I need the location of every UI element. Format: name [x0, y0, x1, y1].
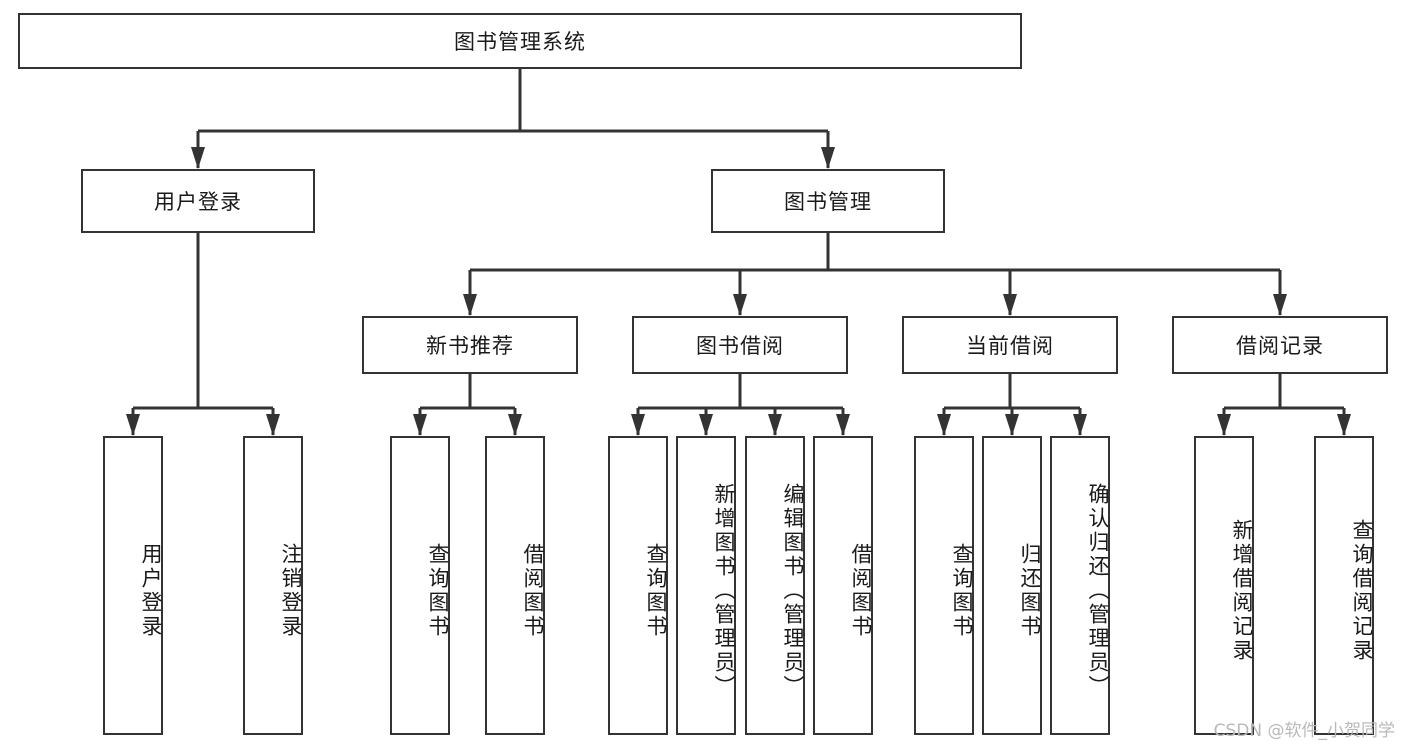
node-leaf-logout[interactable]: 注销登录 [243, 436, 303, 735]
node-leaf-borrow-book[interactable]: 借阅图书 [813, 436, 873, 735]
edge-arrowhead [699, 414, 713, 436]
edge-arrowhead [733, 294, 747, 316]
node-leaf-query-book-rec[interactable]: 查询图书 [390, 436, 450, 735]
node-label: 借阅记录 [1236, 335, 1324, 358]
node-leaf-borrow-book-rec[interactable]: 借阅图书 [485, 436, 545, 735]
edge-arrowhead [126, 414, 140, 436]
edge-arrowhead [1073, 414, 1087, 436]
node-label: 查询借阅记录 [1350, 518, 1373, 663]
node-book-manage[interactable]: 图书管理 [711, 169, 945, 233]
watermark: CSDN @软件_小贺同学 [1213, 721, 1395, 741]
edge-arrowhead [768, 414, 782, 436]
node-leaf-edit-book[interactable]: 编辑图书（管理员） [745, 436, 805, 735]
edge-arrowhead [1005, 414, 1019, 436]
node-current-borrow[interactable]: 当前借阅 [902, 316, 1118, 374]
node-label: 归还图书 [1018, 542, 1041, 639]
edge-arrowhead [191, 147, 205, 169]
node-leaf-confirm-return[interactable]: 确认归还（管理员） [1050, 436, 1110, 735]
node-label: 新书推荐 [426, 335, 514, 358]
node-leaf-query-record[interactable]: 查询借阅记录 [1314, 436, 1374, 735]
edge-arrowhead [413, 414, 427, 436]
edge-arrowhead [937, 414, 951, 436]
node-label: 用户登录 [154, 191, 242, 214]
arrow-heads [126, 147, 1351, 436]
node-label: 当前借阅 [966, 335, 1054, 358]
node-label: 借阅图书 [849, 542, 872, 639]
node-leaf-return-book[interactable]: 归还图书 [982, 436, 1042, 735]
node-label: 编辑图书（管理员） [781, 482, 804, 699]
edge-arrowhead [1273, 294, 1287, 316]
edge-arrowhead [836, 414, 850, 436]
edge-arrowhead [508, 414, 522, 436]
node-label: 用户登录 [139, 542, 162, 639]
edge-arrowhead [463, 294, 477, 316]
node-leaf-query-book-cur[interactable]: 查询图书 [914, 436, 974, 735]
edge-arrowhead [631, 414, 645, 436]
node-label: 新增借阅记录 [1230, 518, 1253, 663]
edge-arrowhead [1217, 414, 1231, 436]
node-book-borrow[interactable]: 图书借阅 [632, 316, 848, 374]
edge-arrowhead [266, 414, 280, 436]
node-label: 查询图书 [644, 542, 667, 639]
node-new-book-rec[interactable]: 新书推荐 [362, 316, 578, 374]
edge-arrowhead [1337, 414, 1351, 436]
node-root[interactable]: 图书管理系统 [18, 13, 1022, 69]
node-label: 查询图书 [426, 542, 449, 639]
node-label: 图书管理系统 [454, 31, 586, 54]
node-label: 新增图书（管理员） [712, 482, 735, 699]
edge-arrowhead [1003, 294, 1017, 316]
node-label: 图书借阅 [696, 335, 784, 358]
node-leaf-add-book[interactable]: 新增图书（管理员） [676, 436, 736, 735]
node-leaf-query-book[interactable]: 查询图书 [608, 436, 668, 735]
node-label: 注销登录 [279, 542, 302, 639]
edge-paths [131, 69, 1346, 435]
node-label: 图书管理 [784, 191, 872, 214]
node-label: 借阅图书 [521, 542, 544, 639]
edge-arrowhead [821, 147, 835, 169]
node-label: 查询图书 [950, 542, 973, 639]
node-user-login[interactable]: 用户登录 [81, 169, 315, 233]
node-label: 确认归还（管理员） [1086, 482, 1109, 699]
node-leaf-add-record[interactable]: 新增借阅记录 [1194, 436, 1254, 735]
node-borrow-record[interactable]: 借阅记录 [1172, 316, 1388, 374]
node-leaf-user-login[interactable]: 用户登录 [103, 436, 163, 735]
